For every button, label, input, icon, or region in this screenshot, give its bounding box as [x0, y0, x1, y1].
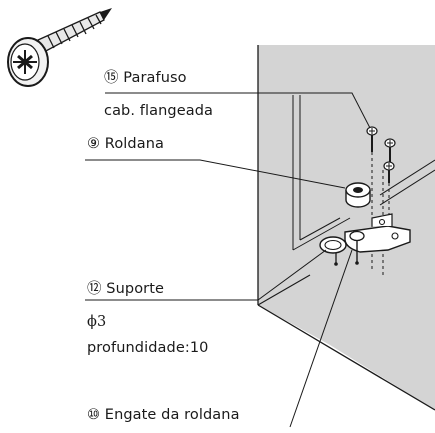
- leader-support: [85, 249, 327, 301]
- panel-bottom-edge: [257, 304, 435, 411]
- floor-area: [258, 305, 435, 433]
- label-support: ⑫ Suporte: [87, 281, 165, 297]
- label-caster-clip: ⑩ Engate da roldana: [87, 407, 240, 423]
- label-caster: ⑨ Roldana: [87, 136, 164, 152]
- groove-line-6: [379, 169, 435, 206]
- groove-line-3: [292, 217, 351, 251]
- leader-caster-clip: [289, 249, 353, 428]
- support-washer: [319, 236, 347, 266]
- small-screw-1: [366, 126, 378, 152]
- caster-roller: [345, 182, 371, 208]
- label-screw: ⑮ Parafuso: [104, 70, 187, 86]
- small-screw-2: [384, 138, 396, 162]
- leader-caster: [85, 159, 346, 189]
- label-hole-depth: profundidade:10: [87, 340, 209, 356]
- caster-clip-plate: [344, 213, 411, 265]
- groove-line-4: [299, 217, 341, 241]
- leader-screw: [105, 92, 371, 129]
- small-screw-3: [383, 161, 395, 183]
- panel-inner-edge: [257, 274, 311, 306]
- label-hole-diameter: ϕ3: [87, 314, 107, 330]
- label-screw-type: cab. flangeada: [104, 103, 213, 119]
- screw-illustration: [7, 8, 112, 87]
